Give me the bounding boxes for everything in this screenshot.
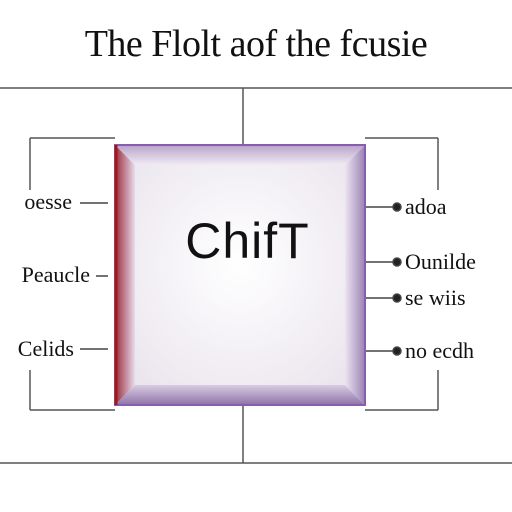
connector-dot (392, 293, 402, 303)
center-box (114, 144, 366, 406)
diagram-title: The Flolt aof the fcusie (84, 23, 428, 65)
connector-dot (392, 346, 402, 356)
left-label-3: Celids (17, 336, 74, 361)
center-label: ChifT (185, 213, 310, 269)
left-label-2: Peaucle (21, 262, 90, 287)
right-label-4: no ecdh (405, 338, 475, 363)
frame-lines (0, 87, 512, 464)
connector-dot (392, 257, 402, 267)
right-connectors (365, 202, 402, 356)
connector-dot (392, 202, 402, 212)
left-connectors (80, 202, 108, 350)
right-label-3: se wiis (405, 285, 466, 310)
right-label-1: adoa (405, 194, 447, 219)
right-label-2: Ounilde (405, 249, 476, 274)
left-label-1: oesse (24, 189, 72, 214)
